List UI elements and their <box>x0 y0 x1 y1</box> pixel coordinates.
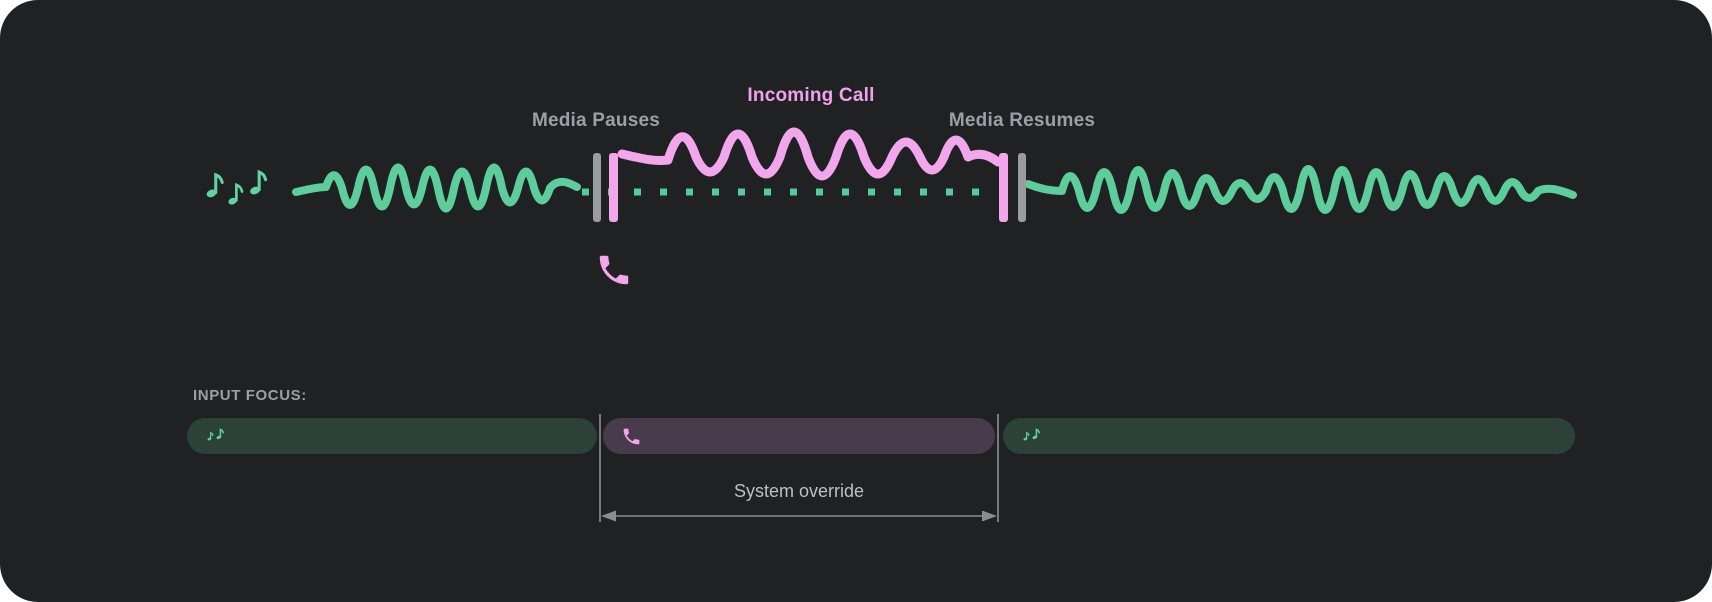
phone-icon <box>595 251 633 289</box>
phone-icon <box>621 426 642 447</box>
input-focus-media-pill-1 <box>187 418 597 454</box>
call-start-marker-bar <box>609 153 618 222</box>
media-resumes-label: Media Resumes <box>948 110 1096 131</box>
override-guide-line-left <box>599 414 601 522</box>
music-notes-icon <box>205 424 233 448</box>
media-pauses-label: Media Pauses <box>531 110 661 131</box>
music-notes-icon <box>1021 424 1049 448</box>
input-focus-heading: INPUT FOCUS: <box>193 387 307 404</box>
incoming-call-label: Incoming Call <box>747 85 875 106</box>
call-end-marker-bar <box>999 153 1008 222</box>
override-guide-line-right <box>997 414 999 522</box>
call-waveform <box>617 127 1003 181</box>
system-override-label: System override <box>733 481 865 501</box>
music-notes-icon <box>206 162 272 218</box>
media-waveform-before <box>292 163 581 213</box>
media-resume-marker-bar <box>1018 153 1026 222</box>
system-override-range-arrow <box>599 506 999 526</box>
input-focus-call-pill <box>603 418 995 454</box>
media-waveform-after <box>1024 165 1577 214</box>
arrowhead-left-icon <box>601 510 616 522</box>
arrowhead-right-icon <box>982 510 997 522</box>
input-focus-media-pill-2 <box>1003 418 1575 454</box>
media-pause-marker-bar <box>593 153 601 222</box>
